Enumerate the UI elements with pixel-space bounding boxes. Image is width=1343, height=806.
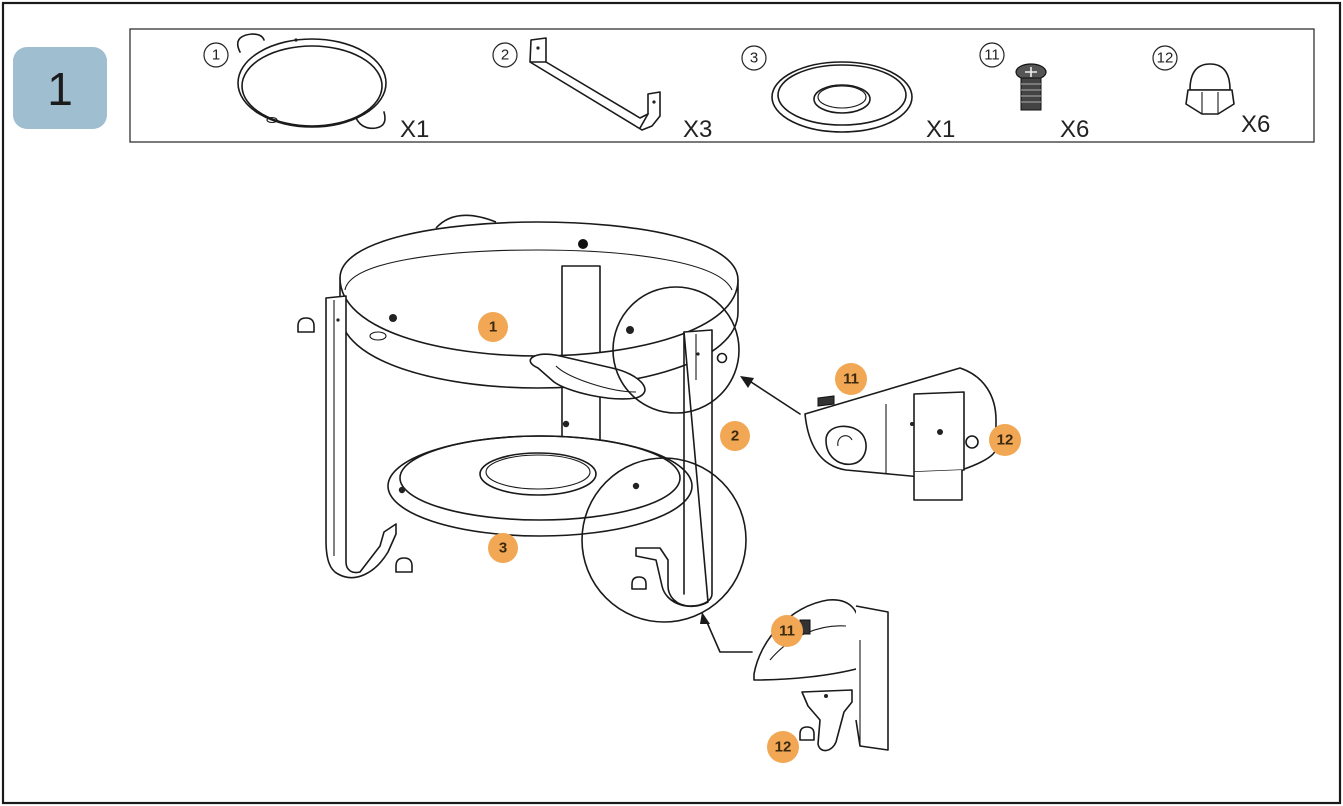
svg-text:2: 2 [731,428,739,445]
part-12-qty: X6 [1241,111,1270,138]
part-3-id: 3 [750,50,758,67]
detail-arrow-lower [700,612,753,653]
step-number: 1 [47,63,73,115]
svg-text:11: 11 [843,371,859,388]
part-2-qty: X3 [683,116,712,143]
step-badge: 1 [13,47,107,129]
svg-text:3: 3 [499,540,507,557]
main-assembly [297,214,739,608]
detail-upper [804,367,997,501]
callout-ring: 1 [478,312,508,342]
part-12-cap-nut: 12 X6 [1152,45,1270,138]
part-2-id: 2 [501,47,509,64]
svg-text:12: 12 [775,739,792,756]
part-12-id: 12 [1157,50,1174,67]
loose-nut-bottom-right [631,576,647,590]
loose-nut-left [297,317,315,333]
svg-text:1: 1 [489,319,497,336]
part-2-leg: 2 X3 [492,37,712,143]
loose-nut-bottom-left [395,557,413,573]
callout-screw-upper: 11 [835,363,867,395]
svg-text:12: 12 [997,432,1014,449]
callout-nut-lower: 12 [767,731,799,763]
part-11-screw: 11 X6 [979,42,1089,143]
callout-nut-upper: 12 [989,424,1021,456]
part-11-qty: X6 [1060,116,1089,143]
svg-text:11: 11 [779,623,795,640]
callout-plate: 3 [488,533,518,563]
callout-screw-lower: 11 [771,615,803,647]
callout-leg: 2 [720,421,750,451]
detail-lower [753,599,889,752]
detail-circle-upper [612,286,740,414]
part-3-qty: X1 [926,116,955,143]
detail-circle-lower [581,457,747,623]
part-1-id: 1 [212,47,220,64]
detail-arrow-upper [740,376,801,415]
part-1-qty: X1 [400,116,429,143]
part-11-id: 11 [984,47,1000,64]
part-3-plate: 3 X1 [741,45,955,143]
part-1-ring: 1 X1 [203,33,429,143]
